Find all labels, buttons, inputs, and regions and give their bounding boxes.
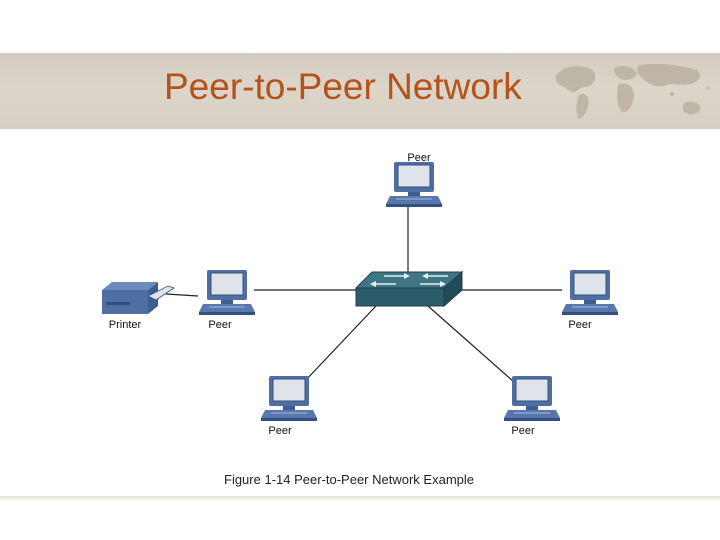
peer-right: Peer <box>561 269 619 331</box>
printer-icon <box>102 282 175 314</box>
computer-icon <box>198 269 256 316</box>
link-printer <box>165 293 199 297</box>
world-map-icon <box>555 63 710 119</box>
computer-icon <box>260 375 318 422</box>
computer-icon <box>385 161 443 208</box>
slide-title: Peer-to-Peer Network <box>164 66 522 107</box>
peer-bottom-right: Peer <box>503 375 561 437</box>
node-label-peer-top: Peer <box>407 152 431 164</box>
node-label-peer-bottom-right: Peer <box>511 425 535 437</box>
title-banner <box>0 53 720 129</box>
bottom-divider <box>0 496 720 500</box>
node-label-peer-bottom-left: Peer <box>268 425 292 437</box>
peer-left: Peer <box>198 269 256 331</box>
node-label-printer: Printer <box>109 319 142 331</box>
link-peer-bottom-left <box>303 305 377 383</box>
printer: Printer <box>102 282 175 331</box>
peer-bottom-left: Peer <box>260 375 318 437</box>
network-links <box>165 207 562 383</box>
switch-icon <box>354 270 464 308</box>
figure-caption: Figure 1-14 Peer-to-Peer Network Example <box>224 472 474 487</box>
node-label-peer-right: Peer <box>568 319 592 331</box>
peer-top: Peer <box>385 152 443 208</box>
computer-icon <box>561 269 619 316</box>
link-peer-bottom-right <box>427 305 515 383</box>
computer-icon <box>503 375 561 422</box>
node-label-peer-left: Peer <box>208 319 232 331</box>
